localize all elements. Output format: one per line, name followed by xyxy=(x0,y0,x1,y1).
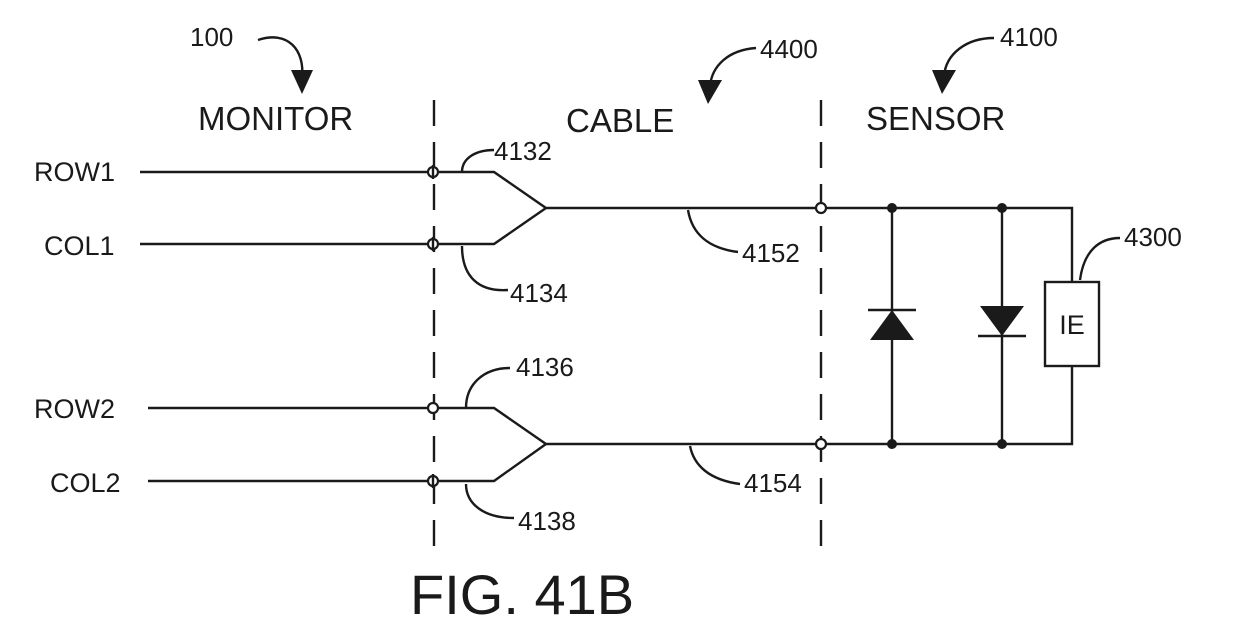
ref-4134-leader xyxy=(462,246,508,290)
sensor-ref-label: 4100 xyxy=(1000,22,1058,52)
col1-wire xyxy=(140,208,546,244)
ie-element-label: IE xyxy=(1059,310,1085,340)
ref-4134-label: 4134 xyxy=(510,278,568,308)
ref-4132-label: 4132 xyxy=(494,136,552,166)
sensor-ref-arrowhead xyxy=(932,70,956,94)
signal-col2: COL2 xyxy=(50,468,121,498)
row1-wire xyxy=(140,172,818,208)
monitor-ref-label: 100 xyxy=(190,22,233,52)
section-cable: CABLE xyxy=(566,102,674,139)
ref-4154-label: 4154 xyxy=(744,468,802,498)
diode-1-symbol xyxy=(870,310,914,340)
diode-2-symbol xyxy=(980,306,1024,336)
col2-wire xyxy=(148,444,546,481)
sensor-bottom-rail xyxy=(826,366,1072,444)
upper-sensor-connector xyxy=(816,203,826,213)
signal-row1: ROW1 xyxy=(34,157,115,187)
ref-4154-leader xyxy=(690,446,740,484)
signal-row2: ROW2 xyxy=(34,394,115,424)
monitor-ref-arrowhead xyxy=(291,70,313,94)
ref-4152-leader xyxy=(688,210,738,252)
figure-caption: FIG. 41B xyxy=(410,563,634,626)
ref-4136-label: 4136 xyxy=(516,352,574,382)
row2-wire xyxy=(148,408,818,444)
ref-4132-leader xyxy=(462,150,494,172)
sensor-top-rail xyxy=(826,208,1072,282)
ref-4138-label: 4138 xyxy=(518,506,576,536)
row2-connector-pin xyxy=(428,403,438,413)
element-4300-leader xyxy=(1080,238,1120,280)
element-4300-label: 4300 xyxy=(1124,222,1182,252)
ref-4138-leader xyxy=(466,484,514,518)
ref-4136-leader xyxy=(466,368,510,408)
cable-ref-arrowhead xyxy=(698,80,722,104)
ref-4152-label: 4152 xyxy=(742,238,800,268)
cable-ref-label: 4400 xyxy=(760,34,818,64)
section-monitor: MONITOR xyxy=(198,100,353,137)
section-sensor: SENSOR xyxy=(866,100,1005,137)
lower-sensor-connector xyxy=(816,439,826,449)
signal-col1: COL1 xyxy=(44,231,115,261)
